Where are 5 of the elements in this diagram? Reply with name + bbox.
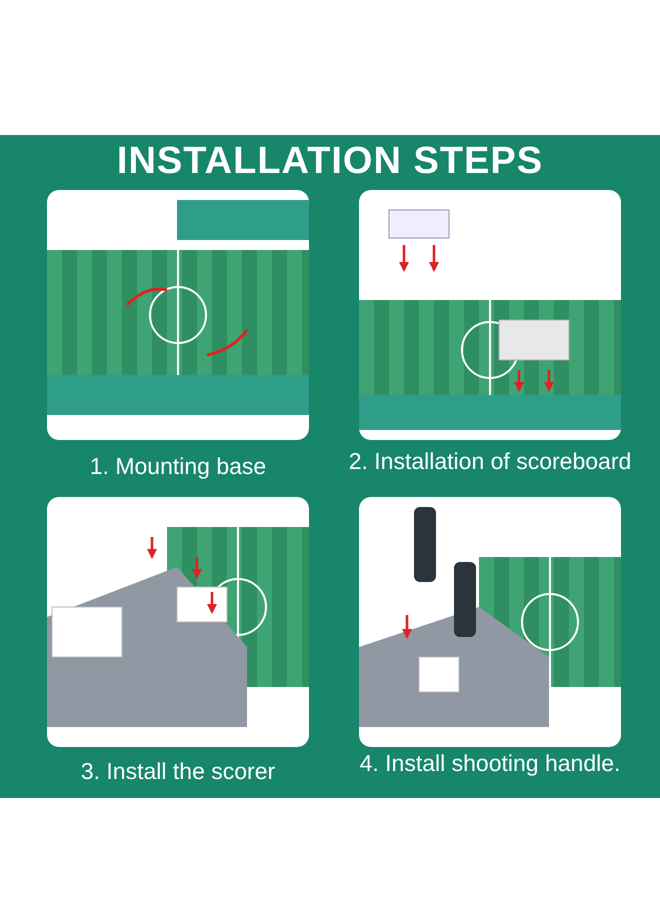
step-caption: 2. Installation of scoreboard [348,450,632,472]
step-caption: 1. Mounting base [88,455,268,477]
step-caption: 4. Install shooting handle. [358,752,622,774]
title: INSTALLATION STEPS [116,140,544,183]
step-caption: 3. Install the scorer [80,760,276,782]
